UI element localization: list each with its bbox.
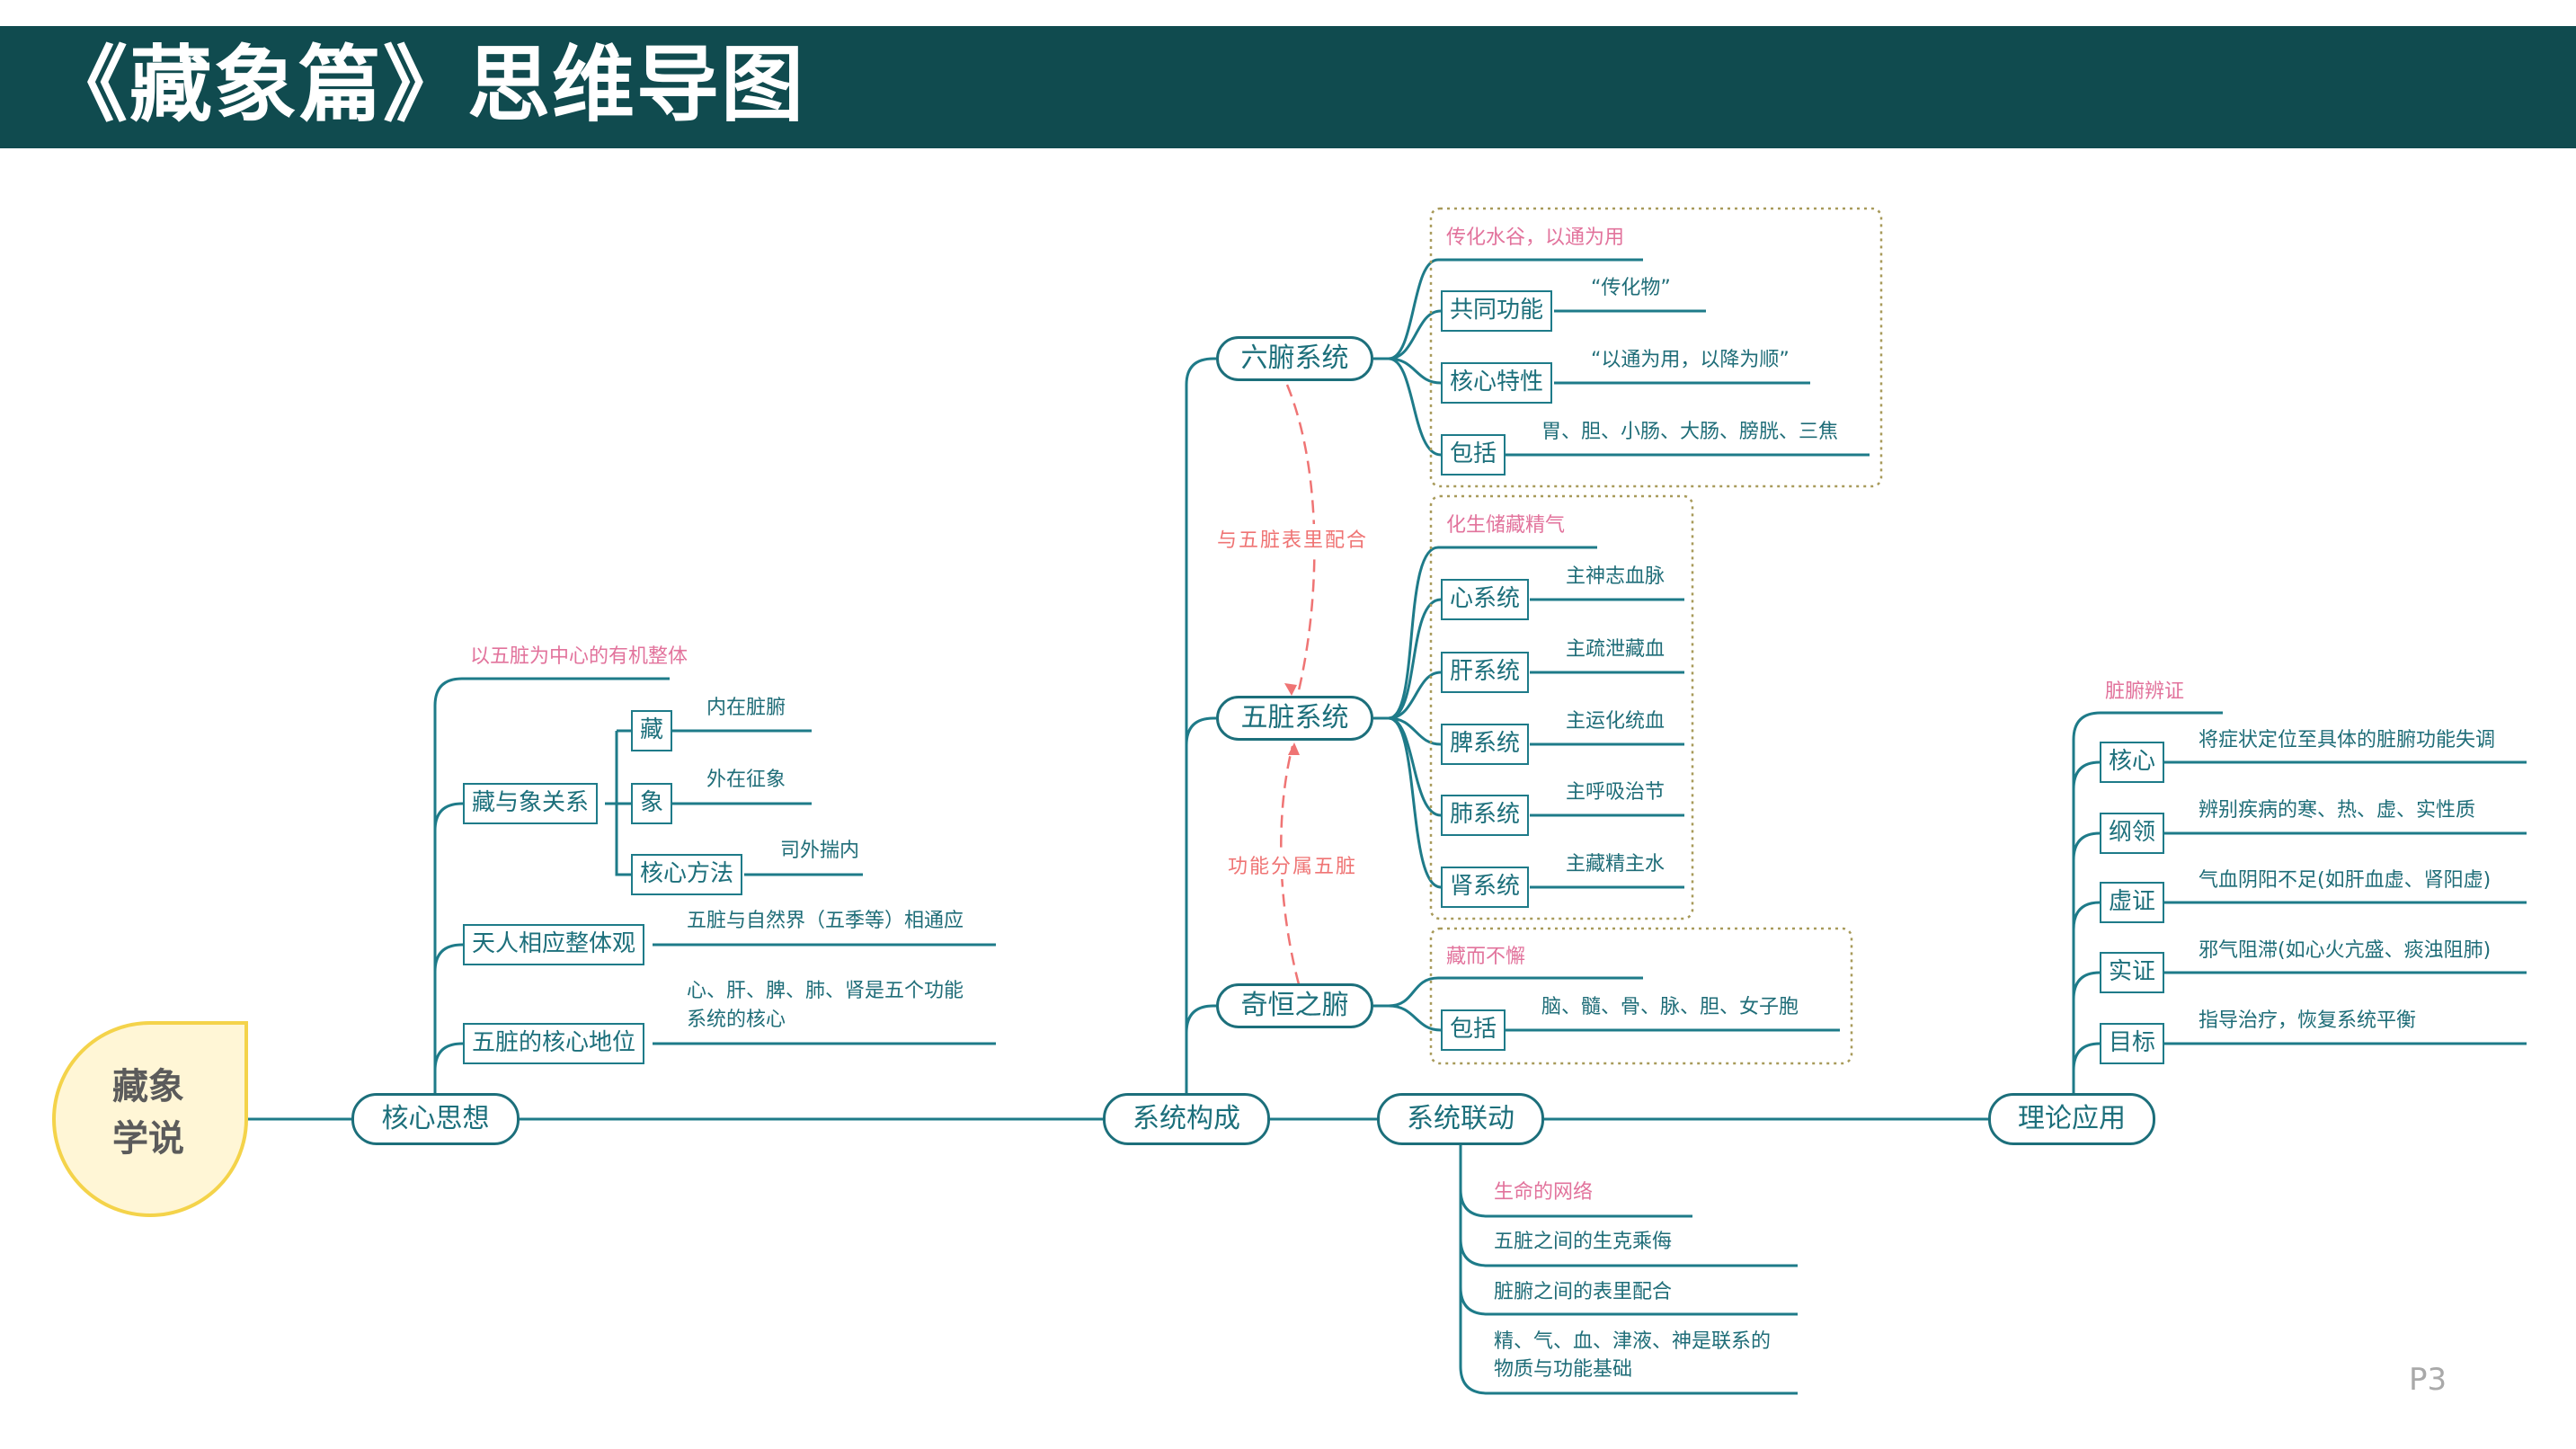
leaf-linkage-basis-1: 精、气、血、津液、神是联系的 xyxy=(1494,1330,1772,1353)
leaf-app-deficiency: 气血阴阳不足(如肝血虚、肾阳虚) xyxy=(2198,869,2492,892)
node-zang[interactable]: 藏 xyxy=(631,710,673,751)
root-node[interactable]: 藏象 学说 xyxy=(90,1061,207,1165)
node-system-structure[interactable]: 系统构成 xyxy=(1103,1093,1270,1145)
node-app-deficiency[interactable]: 虚证 xyxy=(2100,882,2165,923)
node-five-zang-status[interactable]: 五脏的核心地位 xyxy=(463,1023,645,1064)
node-spleen[interactable]: 脾系统 xyxy=(1441,724,1530,765)
node-five-zang[interactable]: 五脏系统 xyxy=(1216,696,1373,741)
page-title: 《藏象篇》思维导图 xyxy=(45,37,806,133)
leaf-heart: 主神志血脉 xyxy=(1566,565,1666,588)
node-extra-include[interactable]: 包括 xyxy=(1441,1009,1506,1051)
leaf-status-line1: 心、肝、脾、肺、肾是五个功能 xyxy=(687,980,964,1002)
leaf-app-excess: 邪气阻滞(如心火亢盛、痰浊阻肺) xyxy=(2198,939,2492,962)
leaf-app-outline: 辨别疾病的寒、热、虚、实性质 xyxy=(2198,799,2476,822)
leaf-linkage-1: 五脏之间的生克乘侮 xyxy=(1494,1231,1673,1253)
leaf-xiang: 外在征象 xyxy=(706,769,786,791)
node-six-fu[interactable]: 六腑系统 xyxy=(1216,336,1373,381)
leaf-fu-function: “传化物” xyxy=(1591,277,1671,299)
node-core-method[interactable]: 核心方法 xyxy=(631,854,743,895)
leaf-app-core: 将症状定位至具体的脏腑功能失调 xyxy=(2198,729,2496,751)
node-lung[interactable]: 肺系统 xyxy=(1441,795,1530,836)
node-theory-application[interactable]: 理论应用 xyxy=(1988,1093,2155,1145)
node-extraordinary-fu[interactable]: 奇恒之腑 xyxy=(1216,983,1373,1028)
root-line-1: 藏象 xyxy=(112,1066,184,1107)
note-function-to-zang: 功能分属五脏 xyxy=(1224,850,1362,879)
node-app-goal[interactable]: 目标 xyxy=(2100,1023,2165,1064)
node-xiang[interactable]: 象 xyxy=(631,783,673,824)
leaf-linkage-basis-2: 物质与功能基础 xyxy=(1494,1358,1633,1381)
node-fu-feature[interactable]: 核心特性 xyxy=(1441,362,1553,404)
leaf-holism: 五脏与自然界（五季等）相通应 xyxy=(687,910,964,932)
leaf-fu-include: 胃、胆、小肠、大肠、膀胱、三焦 xyxy=(1541,421,1839,443)
zang-summary: 化生储藏精气 xyxy=(1446,514,1566,537)
application-summary: 脏腑辨证 xyxy=(2105,680,2185,703)
leaf-lung: 主呼吸治节 xyxy=(1566,781,1666,804)
linkage-summary: 生命的网络 xyxy=(1494,1181,1594,1204)
node-heart[interactable]: 心系统 xyxy=(1441,579,1530,620)
leaf-linkage-2: 脏腑之间的表里配合 xyxy=(1494,1281,1673,1303)
root-line-2: 学说 xyxy=(112,1118,184,1160)
extra-summary: 藏而不懈 xyxy=(1446,946,1526,968)
leaf-kidney: 主藏精主水 xyxy=(1566,853,1666,876)
core-summary: 以五脏为中心的有机整体 xyxy=(470,645,688,668)
leaf-app-goal: 指导治疗，恢复系统平衡 xyxy=(2198,1009,2417,1032)
node-fu-include[interactable]: 包括 xyxy=(1441,434,1506,476)
fu-summary: 传化水谷，以通为用 xyxy=(1446,227,1625,249)
leaf-fu-feature: “以通为用，以降为顺” xyxy=(1591,349,1790,371)
leaf-core-method: 司外揣内 xyxy=(780,840,860,862)
node-app-outline[interactable]: 纲领 xyxy=(2100,813,2165,854)
node-fu-function[interactable]: 共同功能 xyxy=(1441,290,1553,332)
leaf-extra-include: 脑、髓、骨、脉、胆、女子胞 xyxy=(1541,996,1799,1018)
note-fu-zang-pairing: 与五脏表里配合 xyxy=(1213,524,1372,553)
leaf-status-line2: 系统的核心 xyxy=(687,1009,786,1031)
leaf-zang: 内在脏腑 xyxy=(706,697,786,719)
node-holism[interactable]: 天人相应整体观 xyxy=(463,924,645,965)
page-number: P3 xyxy=(2409,1362,2447,1398)
node-app-excess[interactable]: 实证 xyxy=(2100,952,2165,993)
node-core-thought[interactable]: 核心思想 xyxy=(351,1093,520,1145)
node-kidney[interactable]: 肾系统 xyxy=(1441,867,1530,908)
node-zang-xiang-relation[interactable]: 藏与象关系 xyxy=(463,783,599,824)
header-band xyxy=(0,26,2576,148)
node-liver[interactable]: 肝系统 xyxy=(1441,652,1530,693)
leaf-liver: 主疏泄藏血 xyxy=(1566,638,1666,661)
node-system-linkage[interactable]: 系统联动 xyxy=(1377,1093,1544,1145)
root-shape xyxy=(52,1021,248,1217)
node-app-core[interactable]: 核心 xyxy=(2100,742,2165,783)
leaf-spleen: 主运化统血 xyxy=(1566,710,1666,733)
